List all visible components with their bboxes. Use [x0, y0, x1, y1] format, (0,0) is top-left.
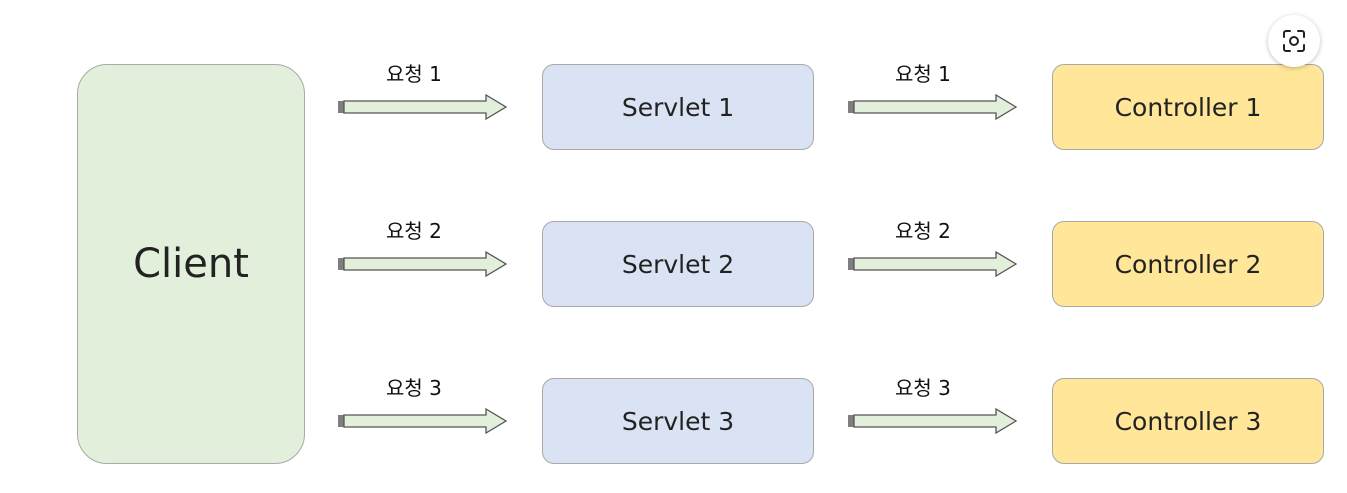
controller-box-1: Controller 1: [1052, 64, 1324, 150]
client-label: Client: [133, 241, 249, 287]
controller-box-3: Controller 3: [1052, 378, 1324, 464]
arrow-label-client-servlet-1: 요청 1: [386, 62, 442, 86]
controller-box-2: Controller 2: [1052, 221, 1324, 307]
client-box: Client: [77, 64, 305, 464]
visual-search-icon: [1283, 30, 1305, 52]
controller-label-2: Controller 2: [1114, 249, 1262, 279]
arrow-label-servlet-controller-1: 요청 1: [895, 62, 951, 86]
servlet-label-3: Servlet 3: [621, 406, 735, 436]
arrow-label-servlet-controller-3: 요청 3: [895, 376, 951, 400]
arrow-client-servlet-1: [338, 93, 508, 121]
arrow-servlet-controller-2: [848, 250, 1018, 278]
arrow-client-servlet-2: [338, 250, 508, 278]
servlet-box-1: Servlet 1: [542, 64, 814, 150]
servlet-box-2: Servlet 2: [542, 221, 814, 307]
controller-label-1: Controller 1: [1114, 92, 1262, 122]
visual-search-button[interactable]: [1268, 15, 1320, 67]
arrow-label-client-servlet-3: 요청 3: [386, 376, 442, 400]
servlet-label-1: Servlet 1: [621, 92, 735, 122]
arrow-client-servlet-3: [338, 407, 508, 435]
arrow-servlet-controller-1: [848, 93, 1018, 121]
arrow-label-client-servlet-2: 요청 2: [386, 219, 442, 243]
servlet-label-2: Servlet 2: [621, 249, 735, 279]
arrow-servlet-controller-3: [848, 407, 1018, 435]
controller-label-3: Controller 3: [1114, 406, 1262, 436]
arrow-label-servlet-controller-2: 요청 2: [895, 219, 951, 243]
servlet-box-3: Servlet 3: [542, 378, 814, 464]
